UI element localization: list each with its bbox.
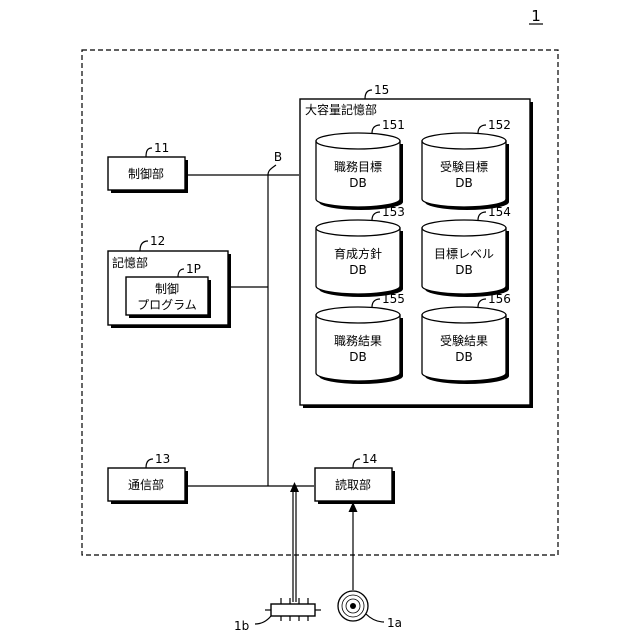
mass-storage-leader	[365, 90, 372, 99]
mass-storage-number: 15	[374, 83, 389, 97]
control-program-number: 1P	[186, 262, 201, 276]
database-label-line2: DB	[349, 263, 366, 277]
disc-icon	[338, 591, 368, 621]
database-label-line1: 職務結果	[334, 334, 382, 348]
database-label-line2: DB	[455, 350, 472, 364]
storage-unit-leader	[140, 241, 148, 251]
reader-unit-label: 読取部	[335, 477, 371, 492]
bus-label-leader	[268, 165, 276, 175]
database-label-line1: 育成方針	[334, 246, 382, 261]
connector-number: 1b	[234, 619, 249, 633]
comm-unit-leader	[146, 459, 153, 468]
storage-unit-label: 記憶部	[112, 255, 148, 270]
bus-label: B	[274, 150, 282, 164]
mass-storage-label: 大容量記憶部	[305, 102, 377, 117]
figure-number: 1	[531, 7, 541, 25]
database-label-line2: DB	[349, 350, 366, 364]
control-program-label-line1: 制御	[155, 281, 179, 296]
database-number: 153	[382, 205, 405, 219]
bus-lines	[187, 175, 314, 486]
disc-number: 1a	[387, 616, 402, 630]
database-number: 152	[488, 118, 511, 132]
database-number: 154	[488, 205, 511, 219]
reader-unit-box: 読取部	[315, 468, 395, 504]
database-number: 151	[382, 118, 405, 132]
reader-unit-leader	[353, 459, 360, 468]
control-unit-label: 制御部	[128, 166, 164, 181]
disc-leader	[366, 614, 384, 622]
storage-unit-number: 12	[150, 234, 165, 248]
database-label-line2: DB	[455, 263, 472, 277]
database-label-line1: 職務目標	[334, 160, 382, 174]
control-program-label-line2: プログラム	[137, 298, 197, 312]
control-unit-leader	[146, 148, 152, 157]
database-number: 155	[382, 292, 405, 306]
database-label-line1: 目標レベル	[434, 247, 494, 261]
comm-unit-label: 通信部	[128, 477, 164, 492]
control-unit-box: 制御部	[108, 157, 188, 193]
connector-leader	[255, 616, 271, 624]
control-unit-number: 11	[154, 141, 169, 155]
comm-unit-box: 通信部	[108, 468, 188, 504]
database-label-line1: 受験結果	[440, 333, 488, 348]
database-number: 156	[488, 292, 511, 306]
comm-unit-number: 13	[155, 452, 170, 466]
database-label-line2: DB	[455, 176, 472, 190]
reader-unit-number: 14	[362, 452, 377, 466]
control-program-box: 制御 プログラム	[126, 277, 211, 318]
database-label-line2: DB	[349, 176, 366, 190]
database-label-line1: 受験目標	[440, 159, 488, 174]
